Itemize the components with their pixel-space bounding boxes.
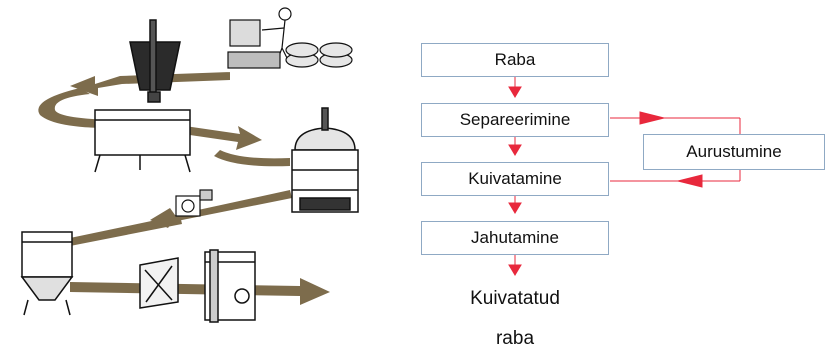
- arrow-kuivatamine-jahutamine: [509, 203, 521, 213]
- step-kuivatamine: Kuivatamine: [421, 162, 609, 196]
- step-jahutamine: Jahutamine: [421, 221, 609, 255]
- arrow-separeerimine-kuivatamine: [509, 145, 521, 155]
- arrow-jahutamine-output: [509, 265, 521, 275]
- output-line-1: Kuivatatud: [445, 288, 585, 310]
- arrow-from-aurustumine: [678, 175, 702, 187]
- output-line-2: raba: [445, 328, 585, 350]
- step-aurustumine: Aurustumine: [643, 134, 825, 170]
- arrow-raba-separeerimine: [509, 87, 521, 97]
- step-raba: Raba: [421, 43, 609, 77]
- step-separeerimine: Separeerimine: [421, 103, 609, 137]
- arrow-to-aurustumine: [640, 112, 664, 124]
